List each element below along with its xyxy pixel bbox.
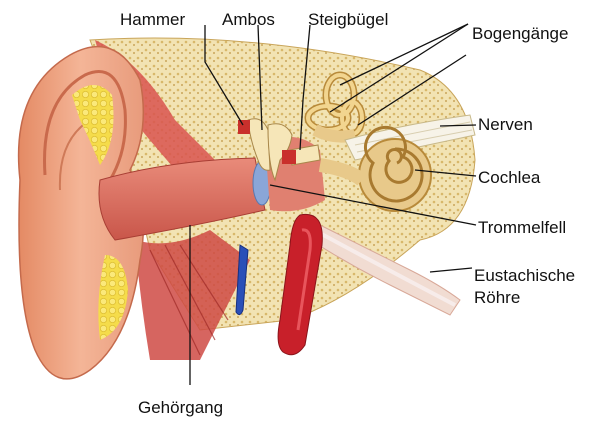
- label-nerven: Nerven: [478, 115, 533, 135]
- label-gehoergang: Gehörgang: [138, 398, 223, 418]
- label-eustachische-roehre: Eustachische Röhre: [474, 265, 575, 309]
- label-eustachische-line1: Eustachische: [474, 265, 575, 287]
- label-hammer: Hammer: [120, 10, 185, 30]
- label-steigbuegel: Steigbügel: [308, 10, 388, 30]
- label-eustachische-line2: Röhre: [474, 287, 575, 309]
- label-trommelfell: Trommelfell: [478, 218, 566, 238]
- label-cochlea: Cochlea: [478, 168, 540, 188]
- label-ambos: Ambos: [222, 10, 275, 30]
- label-bogengaenge: Bogengänge: [472, 24, 568, 44]
